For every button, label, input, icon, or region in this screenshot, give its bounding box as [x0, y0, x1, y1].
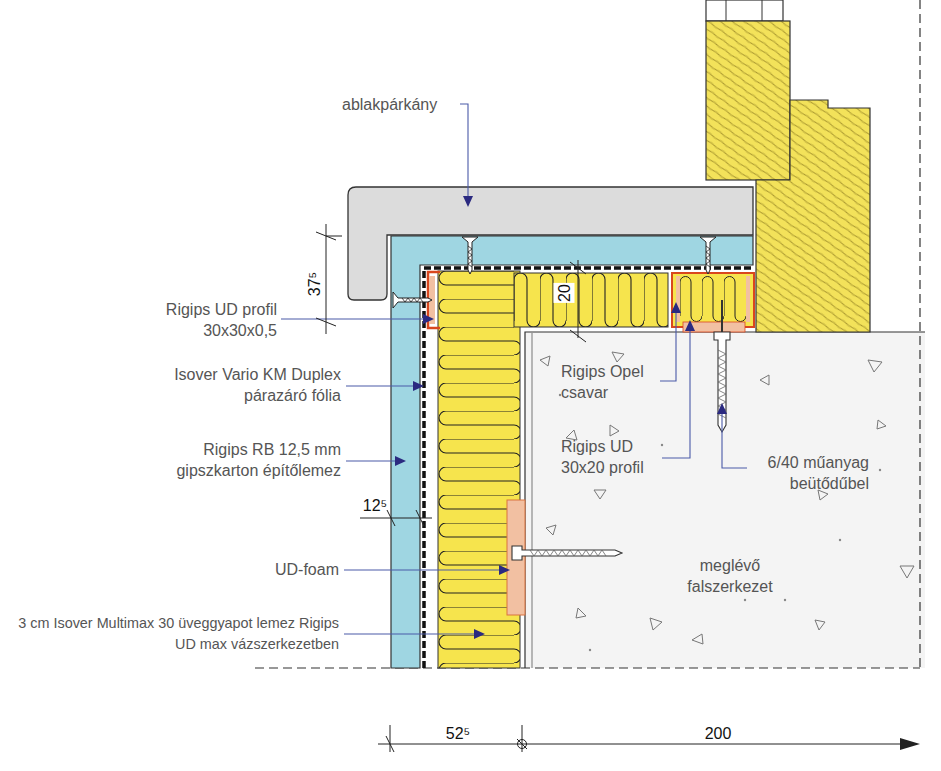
part-label: 3 cm Isover Multimax 30 üveggyapot lemez… [0, 613, 339, 655]
dimension-number: 20 [554, 283, 575, 303]
part-label: UD-foam [275, 559, 339, 580]
part-label: ablakpárkány [342, 94, 437, 115]
dimension-number: 12⁵ [363, 495, 387, 516]
part-label: 6/40 műanyag beütődűbel [739, 452, 869, 494]
part-label: Rigips UD profil 30x30x0,5 [127, 299, 277, 341]
dimension-number: 52⁵ [446, 723, 470, 744]
part-label: Rigips UD 30x20 profil [561, 436, 671, 478]
part-label: meglévő falszerkezet [674, 555, 786, 597]
part-label: Rigips RB 12,5 mm gipszkarton építőlemez [156, 439, 341, 481]
part-label: Isover Vario KM Duplex párazáró fólia [156, 364, 341, 406]
part-label: Rigips Opel csavar [561, 361, 671, 403]
dimension-number: 37⁵ [304, 272, 325, 296]
dimension-number: 200 [705, 723, 732, 744]
